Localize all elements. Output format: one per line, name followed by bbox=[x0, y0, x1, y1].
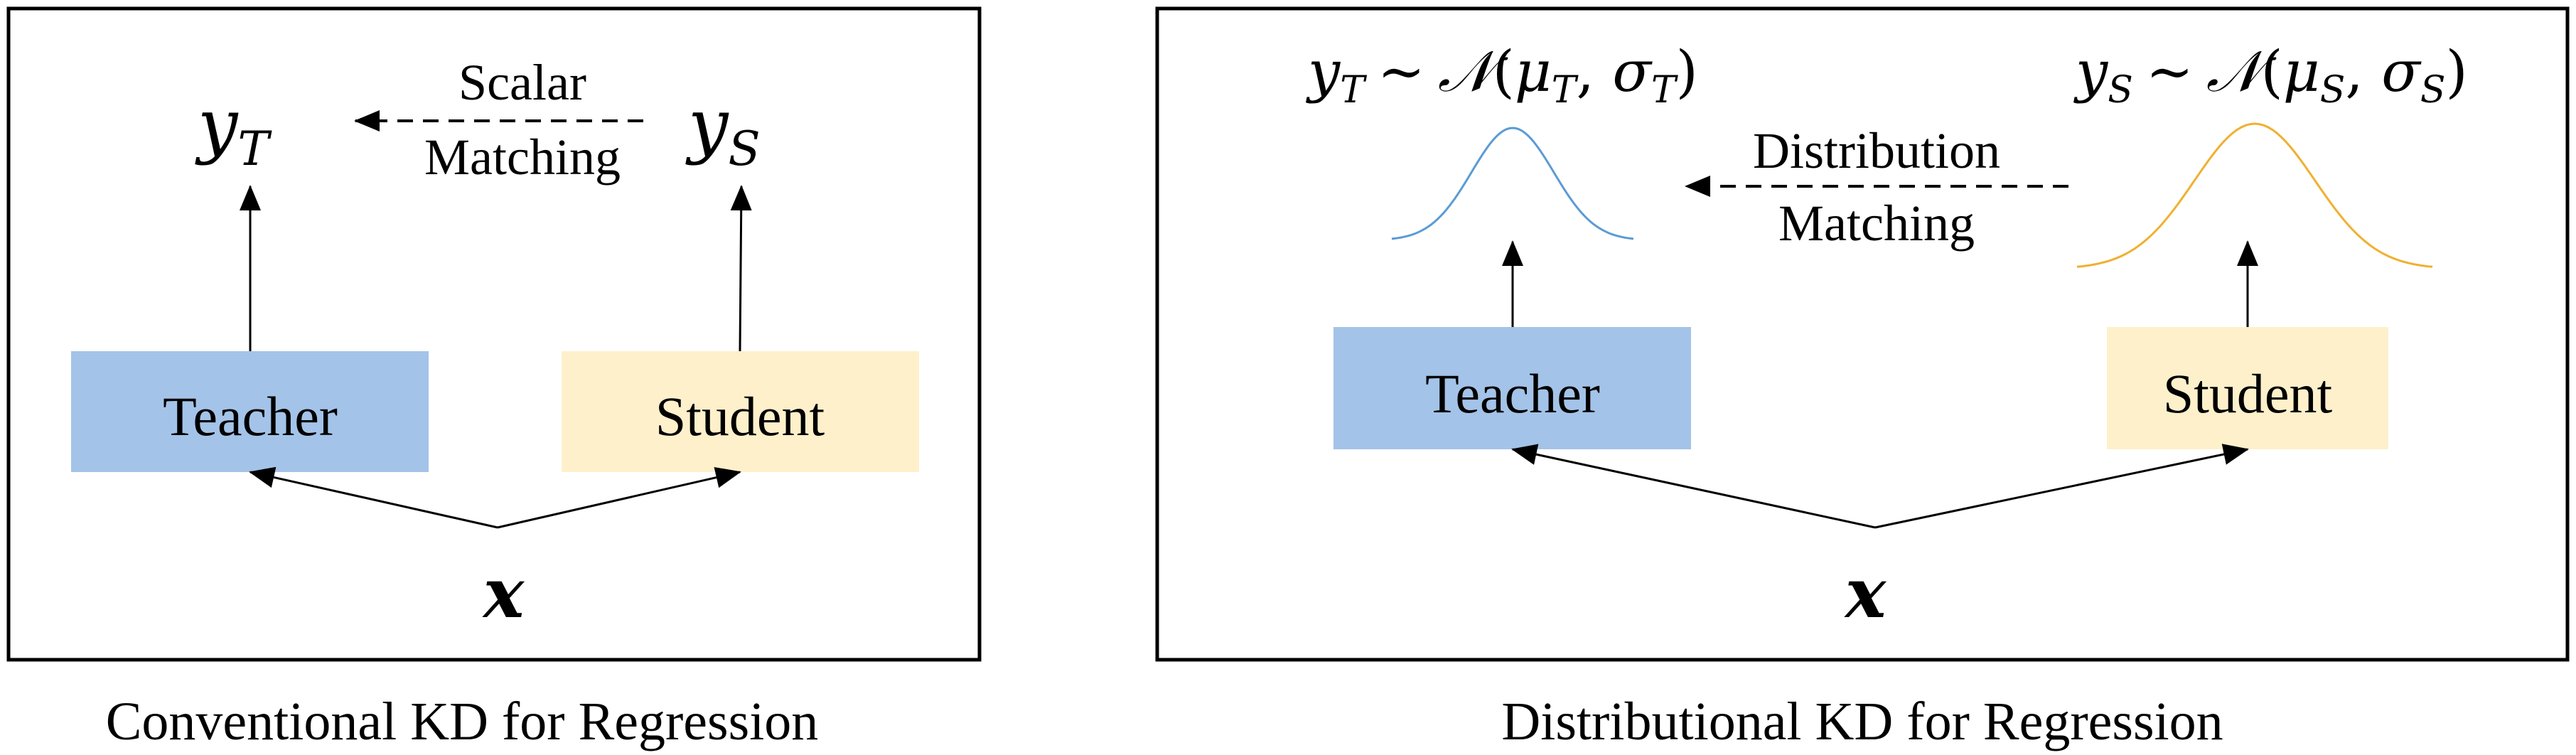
input-to-student-arrow bbox=[1874, 444, 2249, 529]
student-output-sigma: σ bbox=[2381, 38, 2422, 105]
student-output-symbol: y bbox=[2073, 38, 2109, 105]
teacher-output: yT∼𝒩(μT, σT) bbox=[1306, 38, 1698, 112]
teacher-output-sigma-sub: T bbox=[1651, 69, 1678, 112]
teacher-output-mu: μ bbox=[1515, 38, 1552, 105]
student-box bbox=[2107, 327, 2388, 449]
student-output-open-paren: ( bbox=[2261, 38, 2283, 105]
student-label: Student bbox=[655, 385, 825, 447]
teacher-box bbox=[71, 351, 429, 472]
student-output-sigma-sub: S bbox=[2420, 69, 2446, 112]
teacher-output-mu-sub: T bbox=[1552, 69, 1579, 112]
input-x: x bbox=[1844, 553, 1887, 633]
panel-distributional: Teacher Student x yT∼𝒩(μT, σT) yS∼𝒩(μS, … bbox=[1155, 6, 2570, 662]
student-output-mu: μ bbox=[2283, 38, 2320, 105]
teacher-output: yT bbox=[195, 83, 273, 176]
input-to-student-arrow bbox=[497, 466, 741, 529]
teacher-output-tilde: ∼ bbox=[1378, 38, 1425, 105]
caption-distributional: Distributional KD for Regression bbox=[1501, 692, 2223, 751]
teacher-label: Teacher bbox=[1425, 363, 1600, 424]
input-x: x bbox=[482, 553, 525, 633]
student-output-comma: , bbox=[2345, 38, 2381, 105]
teacher-output-symbol: y bbox=[1306, 38, 1341, 105]
teacher-output-symbol: y bbox=[195, 83, 239, 166]
teacher-gaussian-curve bbox=[1391, 127, 1634, 240]
teacher-label: Teacher bbox=[163, 385, 338, 447]
matching-line1: Scalar bbox=[458, 54, 586, 111]
caption-conventional: Conventional KD for Regression bbox=[106, 692, 819, 751]
student-box bbox=[562, 351, 919, 472]
teacher-box bbox=[1333, 327, 1691, 449]
student-output: yS∼𝒩(μS, σS) bbox=[2073, 38, 2468, 112]
teacher-output-subscript: T bbox=[238, 122, 273, 176]
student-output-subscript: S bbox=[729, 122, 761, 176]
student-output-arrow bbox=[730, 185, 752, 352]
panel-conventional: Teacher Student x yT yS Scalar Matching bbox=[6, 6, 982, 662]
matching-line2: Matching bbox=[424, 129, 621, 186]
student-output-tilde: ∼ bbox=[2146, 38, 2194, 105]
student-output: yS bbox=[685, 83, 761, 176]
panel-border bbox=[6, 6, 982, 662]
teacher-output-sigma: σ bbox=[1612, 38, 1653, 105]
teacher-output-open-paren: ( bbox=[1493, 38, 1515, 105]
student-output-close-paren: ) bbox=[2445, 38, 2467, 105]
student-output-symbol: y bbox=[685, 83, 729, 166]
student-output-mu-sub: S bbox=[2320, 69, 2346, 112]
input-to-teacher-arrow bbox=[249, 466, 498, 529]
input-to-teacher-arrow bbox=[1511, 444, 1876, 529]
student-gaussian-curve bbox=[2076, 122, 2433, 268]
teacher-output-close-paren: ) bbox=[1676, 38, 1698, 105]
student-label: Student bbox=[2163, 363, 2333, 424]
student-output-subscript: S bbox=[2108, 69, 2133, 112]
teacher-output-comma: , bbox=[1576, 38, 1612, 105]
matching-line2: Matching bbox=[1778, 195, 1975, 252]
matching-line1: Distribution bbox=[1753, 122, 2000, 179]
teacher-output-subscript: T bbox=[1340, 69, 1367, 112]
panel-border bbox=[1155, 6, 2570, 662]
